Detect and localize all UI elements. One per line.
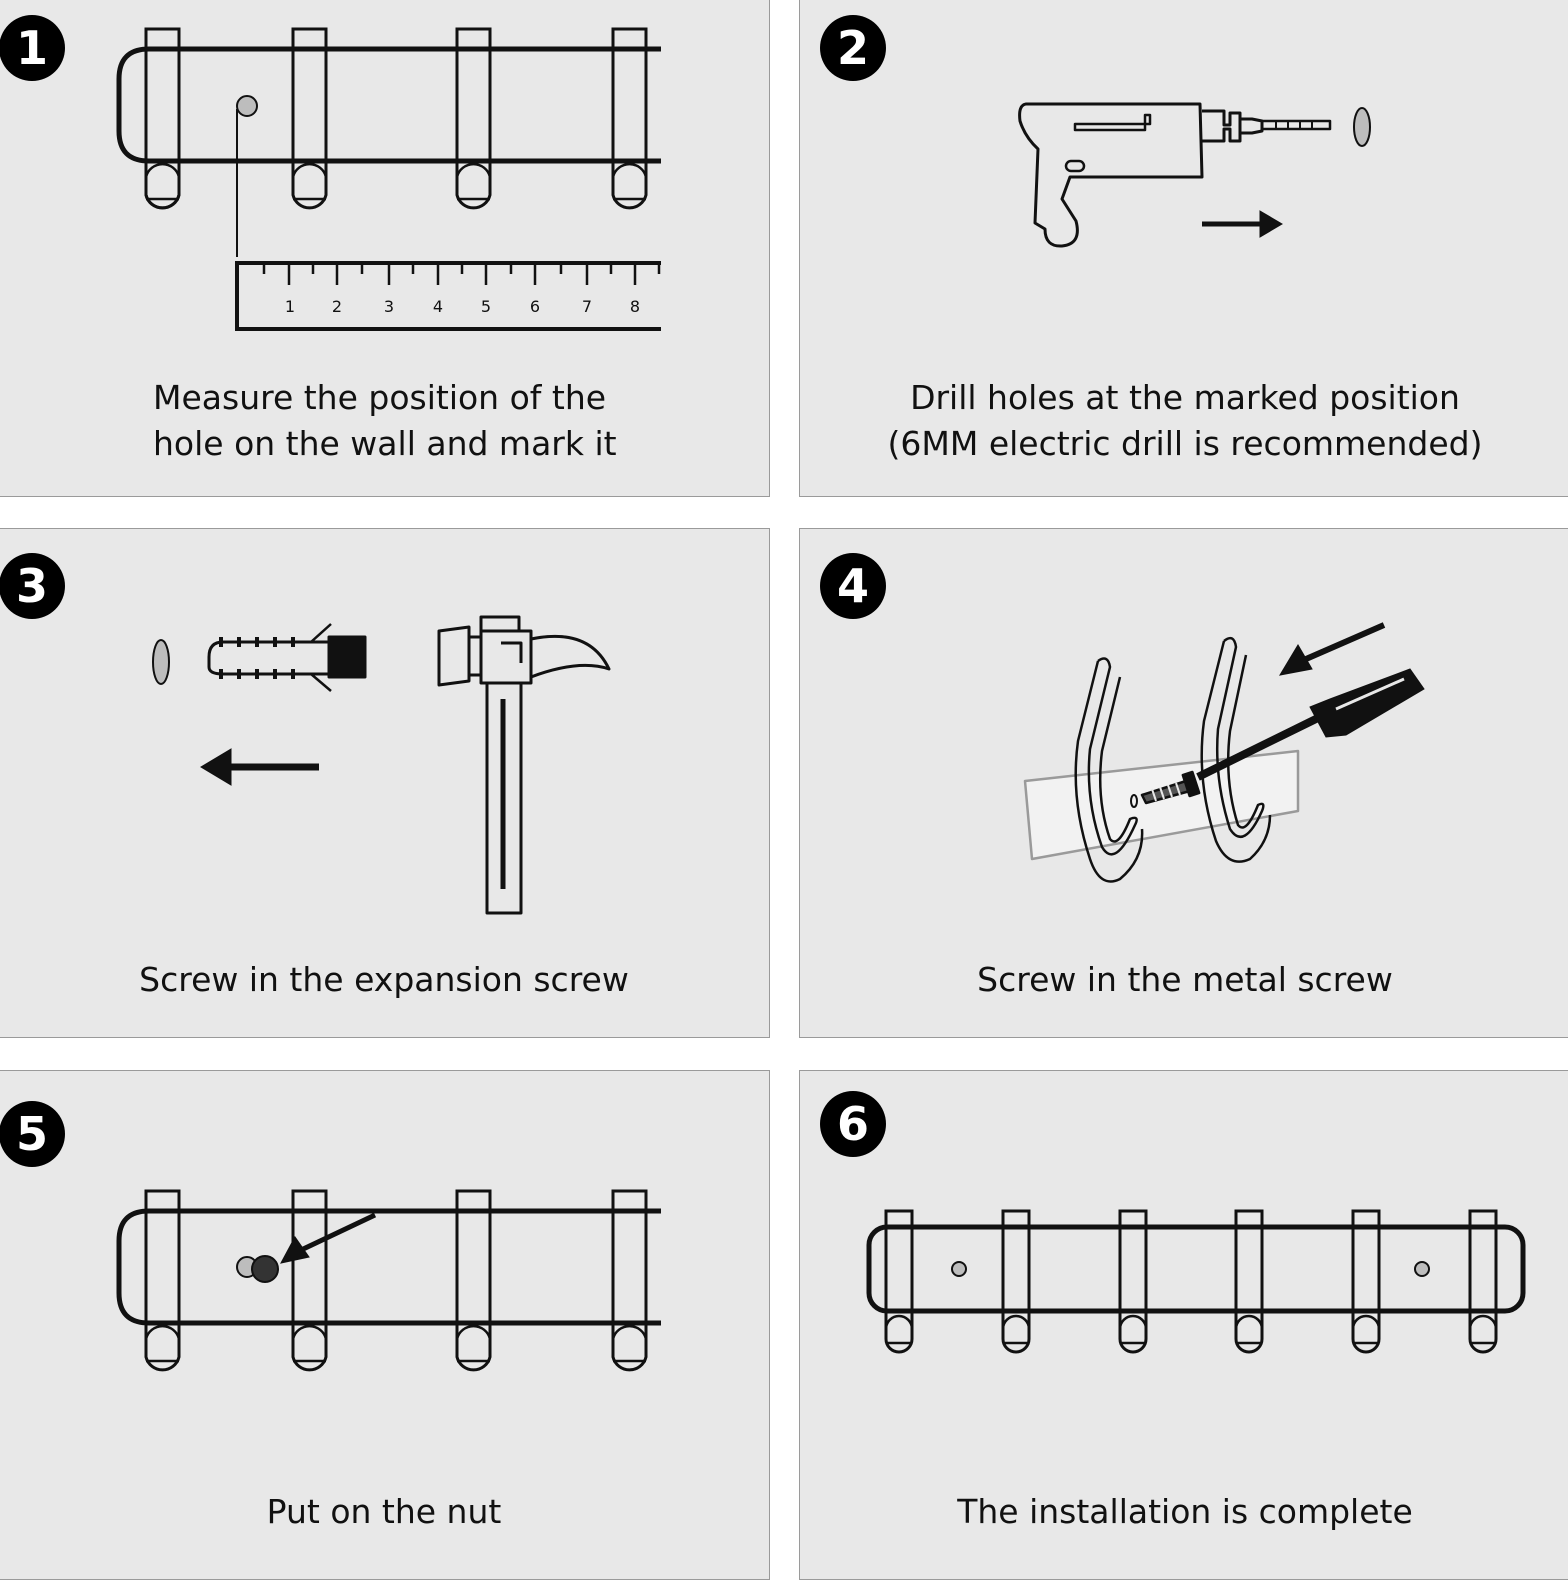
step-number-badge-3: 3 [0,553,65,619]
arrow-nut [280,1212,377,1264]
drill-illustration [1018,102,1371,248]
step-caption-4: Screw in the metal screw [977,960,1393,999]
step-number-badge-6: 6 [820,1091,886,1157]
arrow-left [200,748,319,786]
ruler-ticks [262,263,661,285]
ruler-label: 4 [433,297,443,316]
ruler-labels: 1 2 3 4 5 6 7 8 [285,297,640,316]
step-number-badge-2: 2 [820,15,886,81]
step-caption-5: Put on the nut [266,1492,502,1531]
arrow-down-left [1278,622,1386,676]
step-caption-3: Screw in the expansion screw [139,960,629,999]
arrow-right [1202,210,1283,238]
step-number-badge-4: 4 [820,553,886,619]
step-caption-1: Measure the position of the hole on the … [153,378,617,463]
step-caption-6: The installation is complete [957,1492,1413,1531]
rack-complete-illustration [866,1209,1526,1354]
rack-hooks [144,27,648,210]
rack-nut-illustration [116,1189,661,1372]
ruler-label: 2 [332,297,342,316]
step-panel-1: 1 [0,0,770,497]
screwdriver-illustration [1023,622,1425,883]
rack-measure-illustration: 1 2 3 4 5 6 7 8 [116,27,661,331]
anchor-hammer-illustration [152,615,611,915]
ruler-label: 6 [530,297,540,316]
ruler-label: 7 [582,297,592,316]
step-panel-2: 2 Drill holes at the marke [799,0,1568,497]
step-panel-6: 6 The installation is complete [799,1070,1568,1580]
step-caption-2: Drill holes at the marked position (6MM … [887,378,1483,463]
ruler-label: 3 [384,297,394,316]
ruler-label: 5 [481,297,491,316]
step-number-badge-1: 1 [0,15,65,81]
step-panel-3: 3 [0,528,770,1038]
ruler-label: 8 [630,297,640,316]
ruler-label: 1 [285,297,295,316]
step-number-badge-5: 5 [0,1101,65,1167]
step-panel-4: 4 [799,528,1568,1038]
step-panel-5: 5 Put on the nut [0,1070,770,1580]
